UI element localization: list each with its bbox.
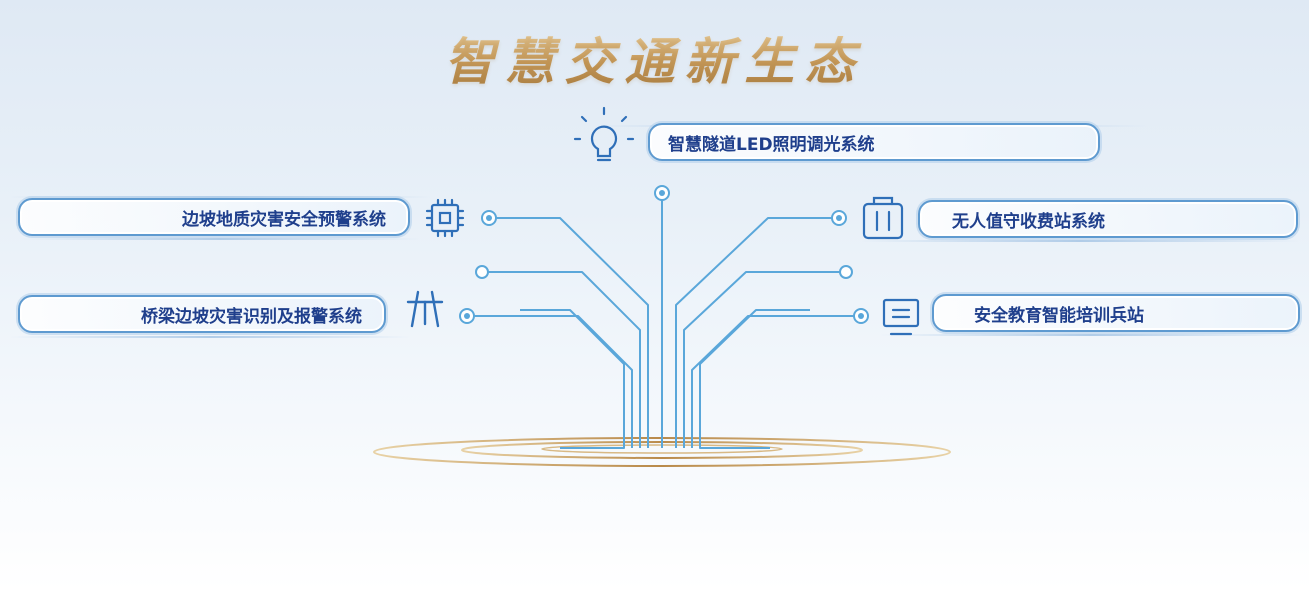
circuit-lines (474, 200, 855, 449)
lightbulb-icon (573, 106, 635, 162)
node-right-upper-text: 无人值守收费站系统 (952, 211, 1105, 232)
branch-left-lower (474, 315, 633, 448)
light-streak (880, 334, 1300, 336)
light-streak (10, 196, 430, 198)
branch-right-lower-2 (699, 309, 810, 449)
dot-right-middle (839, 265, 853, 279)
screen-icon (882, 298, 920, 336)
node-top-text: 智慧隧道LED照明调光系统 (668, 134, 875, 155)
branch-left-middle (488, 271, 641, 448)
bridge-icon (406, 290, 444, 328)
node-left-lower-label: 桥梁边坡灾害识别及报警系统 (18, 295, 386, 333)
branch-left-lower-2 (520, 309, 625, 449)
node-right-lower-label: 安全教育智能培训兵站 (932, 294, 1300, 332)
toll-booth-icon (862, 196, 904, 240)
node-left-lower-text: 桥梁边坡灾害识别及报警系统 (141, 306, 362, 327)
terminal-dots (459, 185, 869, 324)
light-streak (10, 336, 410, 338)
light-streak (20, 238, 420, 240)
chip-icon (425, 198, 465, 238)
light-streak (860, 240, 1300, 242)
page-title: 智慧交通新生态 (0, 22, 1309, 94)
branch-right-lower (691, 315, 855, 448)
dot-left-middle (475, 265, 489, 279)
branch-right-upper (675, 217, 832, 448)
node-right-upper-label: 无人值守收费站系统 (918, 200, 1298, 238)
node-top-label: 智慧隧道LED照明调光系统 (648, 123, 1100, 161)
node-right-lower-text: 安全教育智能培训兵站 (974, 305, 1144, 326)
branch-right-middle (683, 271, 840, 448)
branch-left-upper (496, 217, 649, 448)
node-left-upper-text: 边坡地质灾害安全预警系统 (182, 209, 386, 230)
node-left-upper-label: 边坡地质灾害安全预警系统 (18, 198, 410, 236)
